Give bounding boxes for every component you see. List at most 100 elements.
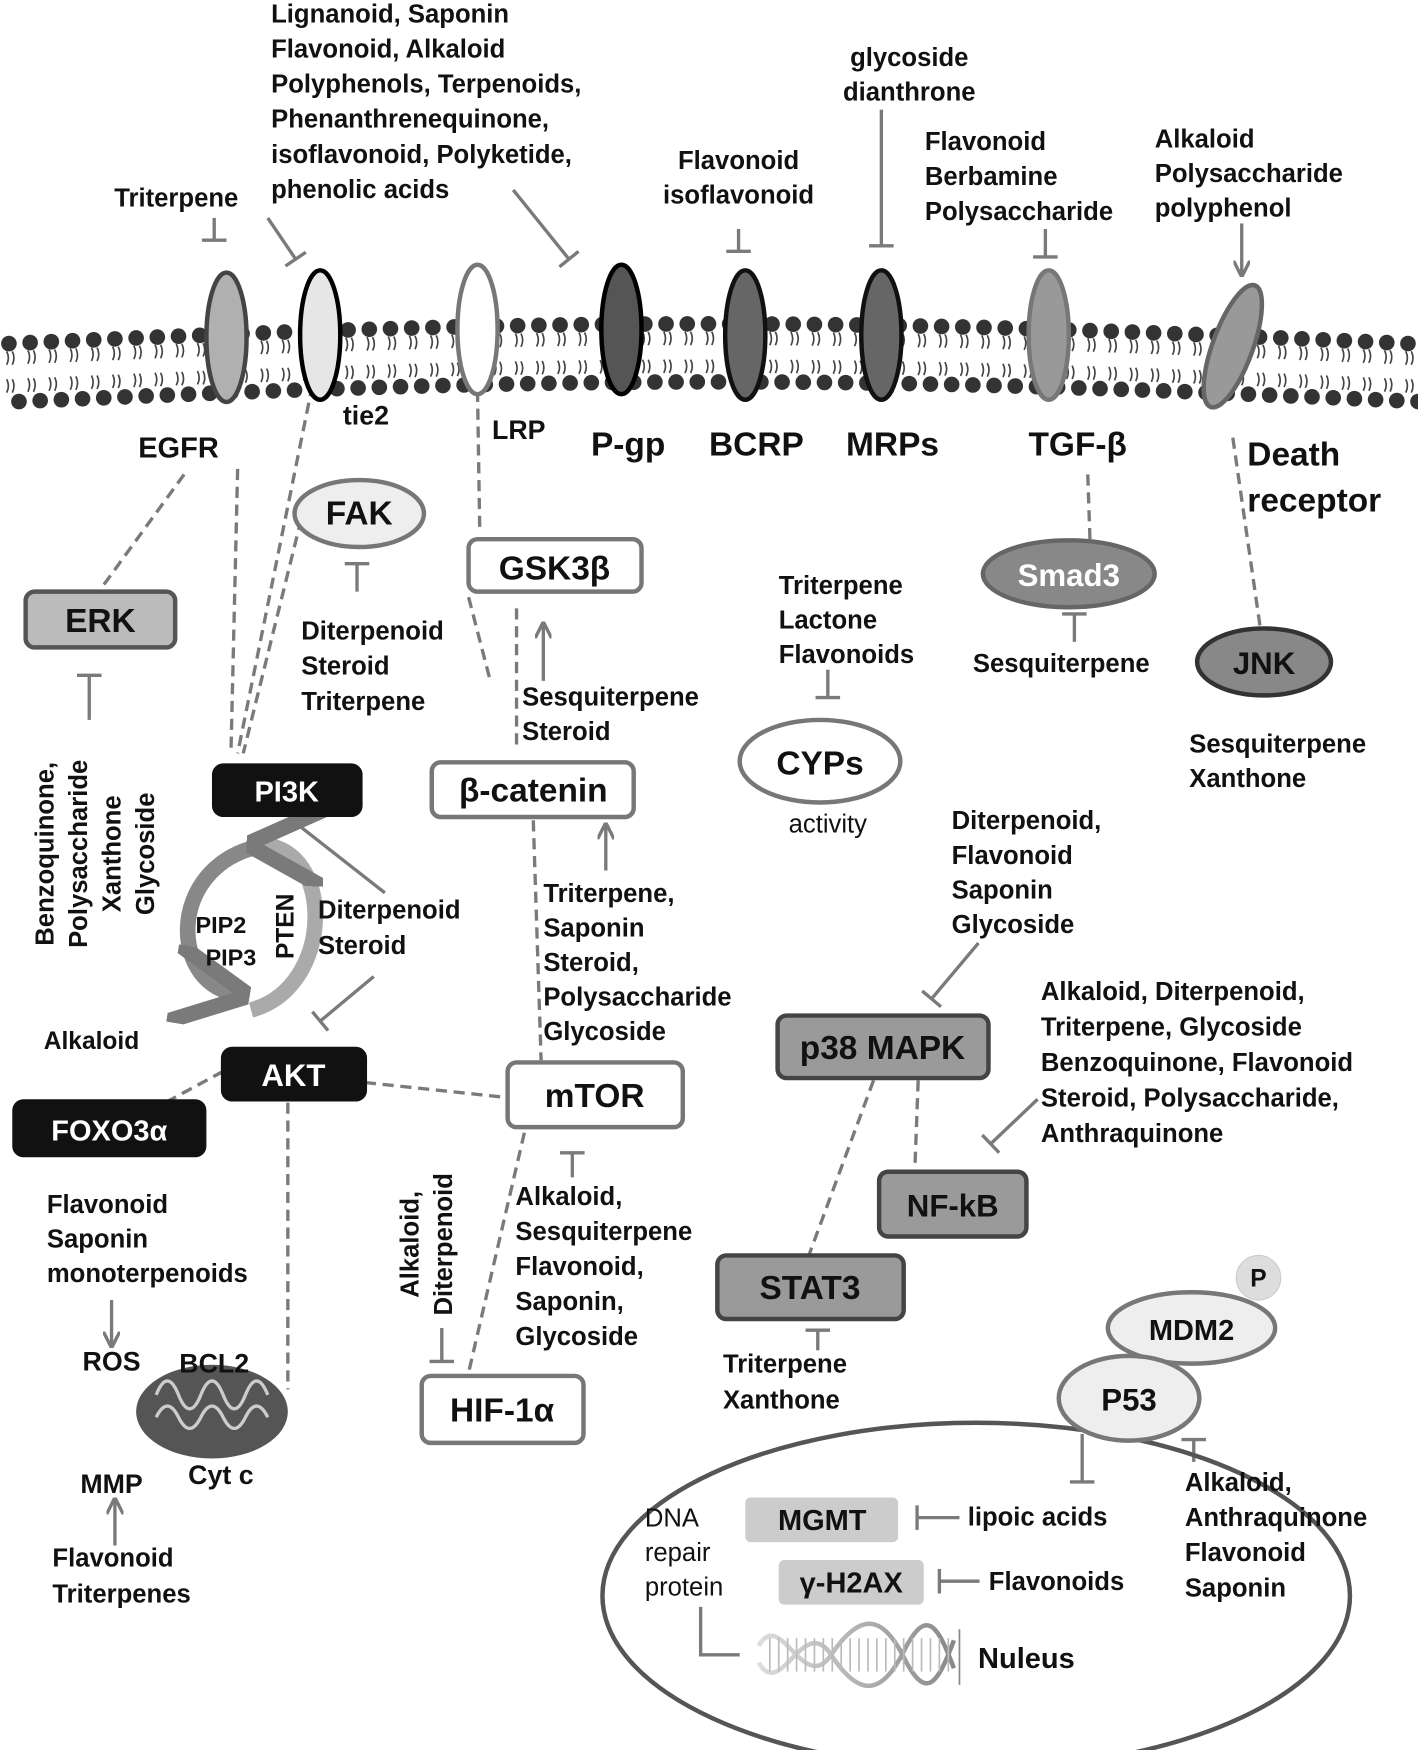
lipid-head [95, 390, 112, 406]
jnk-node[interactable] [1194, 626, 1334, 698]
receptor-bcrp[interactable] [722, 268, 768, 402]
hif1a-node[interactable] [419, 1373, 586, 1446]
inhibition-line [805, 1328, 831, 1351]
akt-node[interactable] [220, 1046, 368, 1102]
receptor-lrp[interactable] [455, 262, 500, 397]
lipid-head [1283, 388, 1299, 404]
bcatenin-node[interactable] [429, 760, 636, 820]
receptor-death[interactable] [1192, 279, 1274, 414]
compound-multi_top: Lignanoid, Saponin [271, 1, 509, 29]
lipid-head [53, 391, 70, 408]
lipid-head [519, 375, 536, 392]
fak-node[interactable] [292, 477, 427, 550]
lipid-tail [832, 332, 842, 347]
dashed-connection [466, 596, 493, 684]
h2ax-node[interactable] [778, 1560, 924, 1605]
dashed-connection [99, 473, 186, 591]
lipid-tail [705, 331, 715, 346]
inhibition-line [921, 941, 980, 1009]
lipid-tail [27, 350, 36, 365]
dashed-connection [241, 518, 303, 754]
node-label-h2ax: γ-H2AX [800, 1567, 904, 1599]
lipid-tail [1002, 363, 1012, 378]
lipid-tail [832, 359, 842, 375]
receptor-egfr[interactable] [204, 270, 249, 405]
lipid-tail [5, 350, 15, 366]
compound-p38_inh: Glycoside [952, 911, 1075, 939]
lipid-head [149, 329, 166, 345]
receptor-label-egfr: EGFR [138, 433, 219, 465]
lipid-head [382, 320, 399, 337]
lipid-tail [345, 337, 354, 352]
p38-node[interactable] [775, 1013, 991, 1081]
compound-smad_inh: Sesquiterpene [973, 650, 1150, 678]
lipid-head [276, 324, 293, 340]
gsk3b-node[interactable] [466, 536, 644, 594]
lipid-head [689, 374, 706, 390]
dashed-connection [166, 1069, 224, 1103]
lipid-head [64, 332, 81, 349]
receptor-tie2[interactable] [297, 268, 343, 402]
foxo3a-node[interactable] [12, 1099, 207, 1158]
receptor-pgp[interactable] [599, 262, 644, 397]
inhibition-line [915, 1505, 960, 1530]
compound-fak_inh: Triterpene [301, 688, 425, 716]
lipid-head [159, 387, 176, 403]
lipid-head [1092, 380, 1108, 397]
lipid-head [922, 376, 939, 392]
erk-node[interactable] [23, 589, 178, 650]
lipid-head [785, 316, 802, 333]
nucleus[interactable] [600, 1420, 1353, 1750]
lipid-tail [514, 360, 524, 376]
lipid-tail [684, 331, 694, 346]
compound-mmp_act: Triterpenes [52, 1580, 190, 1608]
lipid-tail [111, 374, 121, 389]
stat3-node[interactable] [715, 1253, 906, 1322]
lipid-head [1325, 389, 1342, 406]
lipid-tail [1277, 373, 1287, 388]
smad3-node[interactable] [980, 538, 1157, 610]
p53-node[interactable] [1056, 1353, 1202, 1443]
lipid-tail [917, 333, 927, 348]
phospho-node[interactable] [1235, 1254, 1282, 1301]
lipid-head [1400, 335, 1416, 352]
lipid-head [361, 321, 378, 338]
compound-triterpene_top: Triterpene [114, 185, 238, 213]
node-label-nucleus: Nuleus [978, 1643, 1075, 1675]
lipid-tail [281, 339, 291, 354]
compound-erk_inh: Xanthone [98, 795, 126, 912]
receptor-tgfb[interactable] [1026, 268, 1072, 402]
dashed-connection [1086, 474, 1092, 541]
lipid-tail [1087, 338, 1096, 353]
node-label-mgmt: MGMT [778, 1505, 867, 1537]
inhibition-line [981, 1098, 1039, 1154]
lipid-head [1346, 390, 1363, 407]
lipid-head [668, 374, 684, 390]
node-label-alkaloid_akt: Alkaloid [44, 1028, 139, 1055]
lipid-tail [1383, 349, 1393, 365]
pi3k-node[interactable] [211, 763, 363, 817]
lipid-head [943, 376, 960, 393]
lipid-head [265, 383, 282, 399]
inhibition-line [429, 1327, 455, 1364]
mgmt-node[interactable] [745, 1497, 899, 1543]
lipid-head [986, 377, 1002, 394]
mtor-node[interactable] [505, 1060, 686, 1130]
lipid-head [764, 316, 780, 332]
lipid-tail [578, 359, 588, 375]
node-label-erk: ERK [65, 603, 136, 640]
lipid-head [552, 317, 568, 333]
cyps-node[interactable] [737, 717, 903, 805]
nfkb-node[interactable] [876, 1169, 1029, 1239]
lipid-head [117, 389, 133, 405]
compound-hif_inh: Alkaloid, [396, 1191, 424, 1298]
compound-cyps_inh: Triterpene [779, 572, 903, 600]
lipid-head [180, 386, 197, 403]
mdm2-node[interactable] [1105, 1290, 1278, 1366]
lipid-tail [154, 344, 164, 359]
receptor-label-tie2: tie2 [343, 400, 389, 430]
lipid-tail [959, 362, 969, 377]
lipid-tail [1171, 368, 1181, 384]
receptor-mrps[interactable] [859, 268, 904, 402]
lipid-tail [366, 364, 376, 379]
